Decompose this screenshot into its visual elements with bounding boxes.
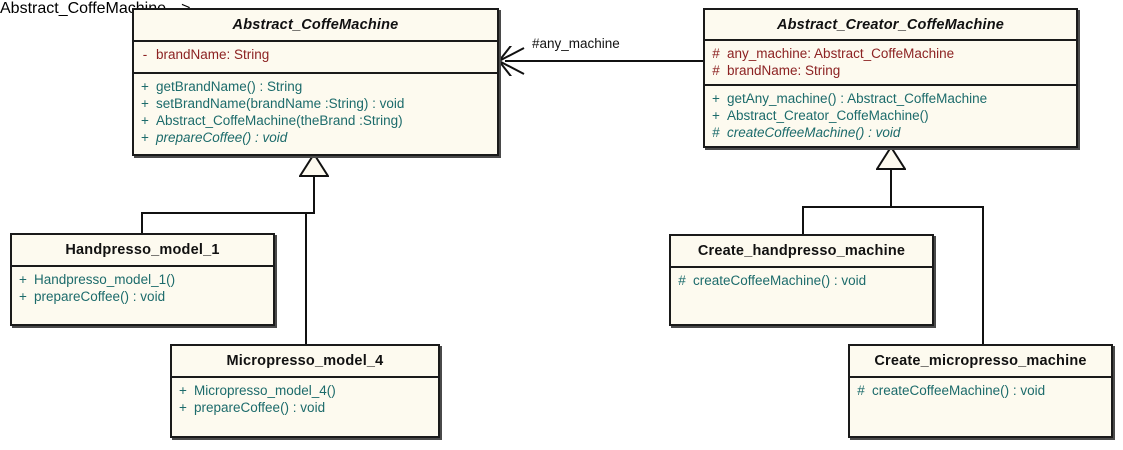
attributes-compartment-abstract-coffemachine: - brandName: String <box>134 42 497 74</box>
generalization-right-stem <box>890 168 892 208</box>
methods-compartment-micropresso-model-4: + Micropresso_model_4() + prepareCoffee(… <box>172 378 438 420</box>
attributes-compartment-abstract-creator-coffemachine: # any_machine: Abstract_CoffeMachine # b… <box>705 41 1076 86</box>
class-box-abstract-coffemachine[interactable]: Abstract_CoffeMachine - brandName: Strin… <box>132 8 499 156</box>
method-label: Abstract_CoffeMachine(theBrand :String) <box>156 113 403 128</box>
generalization-left-branch-micropresso <box>305 212 307 345</box>
method-label: Micropresso_model_4() <box>194 383 336 398</box>
method-row: + getBrandName() : String <box>134 78 497 95</box>
generalization-left-branch-handpresso <box>141 212 143 234</box>
methods-compartment-handpresso-model-1: + Handpresso_model_1() + prepareCoffee()… <box>12 267 273 309</box>
generalization-right-crossbar <box>802 206 984 208</box>
attribute-row: # brandName: String <box>705 62 1076 79</box>
method-label: createCoffeeMachine() : void <box>693 273 867 288</box>
visibility-marker: + <box>141 96 149 111</box>
class-title-abstract-coffemachine: Abstract_CoffeMachine <box>134 10 497 42</box>
visibility-marker: # <box>712 63 720 78</box>
method-label: prepareCoffee() : void <box>194 400 326 415</box>
class-title-handpresso-model-1: Handpresso_model_1 <box>12 235 273 267</box>
method-label: Handpresso_model_1() <box>34 272 176 287</box>
method-row: + setBrandName(brandName :String) : void <box>134 95 497 112</box>
class-title-create-handpresso-machine: Create_handpresso_machine <box>671 236 932 268</box>
visibility-marker: + <box>179 383 187 398</box>
method-label: Abstract_Creator_CoffeMachine() <box>727 108 929 123</box>
visibility-marker: + <box>712 108 720 123</box>
method-row: + prepareCoffee() : void <box>12 288 273 305</box>
methods-compartment-abstract-coffemachine: + getBrandName() : String + setBrandName… <box>134 74 497 150</box>
class-box-create-micropresso-machine[interactable]: Create_micropresso_machine # createCoffe… <box>848 344 1113 438</box>
method-row: + Abstract_Creator_CoffeMachine() <box>705 107 1076 124</box>
visibility-marker: + <box>179 400 187 415</box>
generalization-triangle-left <box>299 153 329 177</box>
methods-compartment-create-micropresso-machine: # createCoffeeMachine() : void <box>850 378 1111 403</box>
method-label: setBrandName(brandName :String) : void <box>156 96 405 111</box>
method-row: + prepareCoffee() : void <box>134 129 497 146</box>
visibility-marker: + <box>141 79 149 94</box>
method-row: # createCoffeeMachine() : void <box>850 382 1111 399</box>
method-row: + Handpresso_model_1() <box>12 271 273 288</box>
attribute-row: # any_machine: Abstract_CoffeMachine <box>705 45 1076 62</box>
method-label: prepareCoffee() : void <box>34 289 166 304</box>
association-label-any-machine: #any_machine <box>532 36 620 51</box>
visibility-marker: + <box>19 272 27 287</box>
visibility-marker: # <box>857 383 865 398</box>
method-label: prepareCoffee() : void <box>156 130 288 145</box>
visibility-marker: + <box>19 289 27 304</box>
association-line-any-machine <box>505 60 705 62</box>
visibility-marker: + <box>712 91 720 106</box>
class-box-micropresso-model-4[interactable]: Micropresso_model_4 + Micropresso_model_… <box>170 344 440 438</box>
attribute-row: - brandName: String <box>134 46 497 63</box>
class-box-abstract-creator-coffemachine[interactable]: Abstract_Creator_CoffeMachine # any_mach… <box>703 8 1078 148</box>
class-title-micropresso-model-4: Micropresso_model_4 <box>172 346 438 378</box>
attribute-label: brandName: String <box>156 47 270 62</box>
method-label: createCoffeeMachine() : void <box>872 383 1046 398</box>
method-row: # createCoffeeMachine() : void <box>705 124 1076 141</box>
class-box-create-handpresso-machine[interactable]: Create_handpresso_machine # createCoffee… <box>669 234 934 326</box>
class-title-abstract-creator-coffemachine: Abstract_Creator_CoffeMachine <box>705 10 1076 41</box>
attribute-label: brandName: String <box>727 63 841 78</box>
visibility-marker: + <box>141 113 149 128</box>
method-label: getBrandName() : String <box>156 79 303 94</box>
class-box-handpresso-model-1[interactable]: Handpresso_model_1 + Handpresso_model_1(… <box>10 233 275 326</box>
method-row: + getAny_machine() : Abstract_CoffeMachi… <box>705 90 1076 107</box>
visibility-marker: + <box>141 130 149 145</box>
method-label: getAny_machine() : Abstract_CoffeMachine <box>727 91 988 106</box>
method-row: # createCoffeeMachine() : void <box>671 272 932 289</box>
generalization-right-branch-micropresso <box>982 206 984 345</box>
methods-compartment-create-handpresso-machine: # createCoffeeMachine() : void <box>671 268 932 293</box>
visibility-marker: # <box>712 125 720 140</box>
attribute-label: any_machine: Abstract_CoffeMachine <box>727 46 955 61</box>
generalization-left-crossbar <box>141 212 315 214</box>
visibility-marker: # <box>678 273 686 288</box>
visibility-marker: # <box>712 46 720 61</box>
class-title-create-micropresso-machine: Create_micropresso_machine <box>850 346 1111 378</box>
methods-compartment-abstract-creator-coffemachine: + getAny_machine() : Abstract_CoffeMachi… <box>705 86 1076 145</box>
method-row: + Micropresso_model_4() <box>172 382 438 399</box>
method-label: createCoffeeMachine() : void <box>727 125 901 140</box>
generalization-triangle-right <box>876 146 906 170</box>
method-row: + Abstract_CoffeMachine(theBrand :String… <box>134 112 497 129</box>
generalization-left-stem <box>313 175 315 214</box>
association-open-arrowhead <box>497 46 525 76</box>
method-row: + prepareCoffee() : void <box>172 399 438 416</box>
generalization-right-branch-handpresso <box>802 206 804 234</box>
visibility-marker: - <box>142 47 148 62</box>
